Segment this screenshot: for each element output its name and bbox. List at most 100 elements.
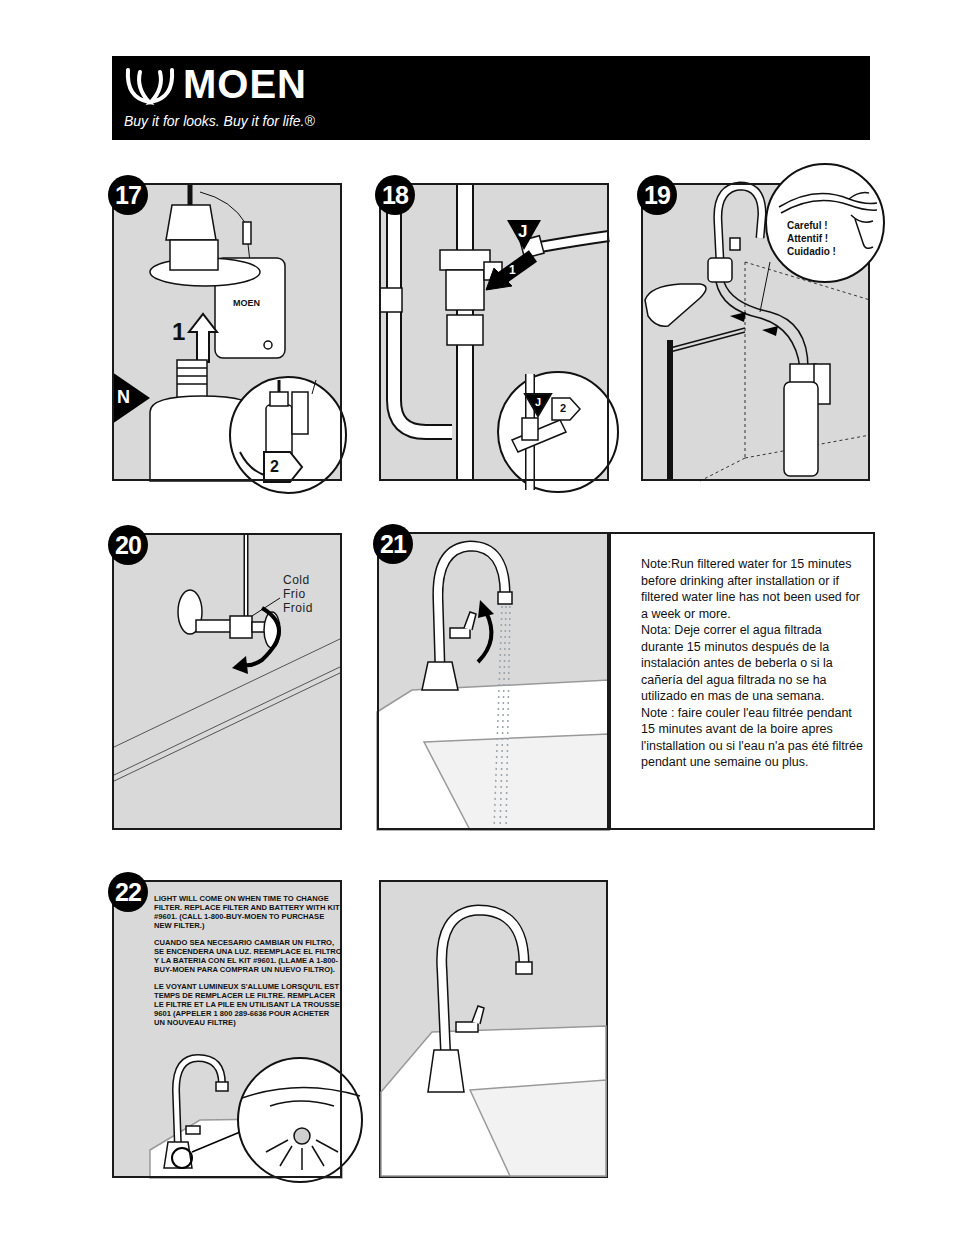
header-band-fill xyxy=(112,56,870,140)
shutoff-valve xyxy=(230,616,252,638)
step-panel: 19Careful !Attentif !Cuidadio ! xyxy=(641,183,870,481)
warning-text: Attentif ! xyxy=(787,232,857,245)
zoom-circle xyxy=(280,1146,292,1166)
part-flag xyxy=(507,220,541,250)
warning-text: Careful ! xyxy=(787,219,857,232)
faucet xyxy=(718,186,762,262)
faucet xyxy=(192,1132,240,1152)
zoom-circle xyxy=(552,398,580,420)
push-arrow xyxy=(189,314,217,362)
filter-head xyxy=(170,240,218,270)
faucet xyxy=(422,662,458,690)
final-panel-border xyxy=(380,881,607,1177)
turn-arrow xyxy=(478,600,494,618)
brand-mark: MOEN xyxy=(233,298,260,308)
shutoff-valve xyxy=(196,620,232,632)
zoom-circle xyxy=(264,452,302,482)
wall-lines xyxy=(112,666,342,776)
part-flag xyxy=(112,372,150,424)
cabinet-outline xyxy=(700,262,870,481)
water-stream xyxy=(506,606,510,830)
zoom-circle xyxy=(230,377,346,493)
flow-arrow xyxy=(762,326,778,336)
zoom-circle xyxy=(270,1101,334,1106)
zoom-circle xyxy=(512,420,566,452)
step-panel: 21 xyxy=(377,532,609,830)
filter-cartridge xyxy=(784,382,818,476)
zoom-circle xyxy=(312,1146,324,1166)
cabinet-outline xyxy=(700,458,745,481)
callout-number: 2 xyxy=(560,402,566,414)
faucet xyxy=(172,1148,192,1168)
filter-head xyxy=(264,341,272,349)
brand-wordmark: MOEN xyxy=(183,62,307,107)
shutoff-valve xyxy=(252,598,280,616)
faucet xyxy=(718,186,762,262)
step-number: 20 xyxy=(108,525,148,565)
zoom-circle xyxy=(312,380,316,394)
step-panel: 18 xyxy=(379,183,609,481)
filter-head xyxy=(243,222,251,244)
wall-lines xyxy=(112,638,342,748)
valve-label: Froid xyxy=(283,601,313,615)
valve-fitting xyxy=(447,315,483,345)
valve-fitting xyxy=(446,270,484,310)
zoom-circle xyxy=(238,1058,362,1182)
faucet xyxy=(498,592,512,604)
flow-arrow xyxy=(730,312,746,322)
zoom-circle xyxy=(266,1140,288,1152)
faucet xyxy=(442,910,524,1062)
part-letter: N xyxy=(117,387,130,408)
zoom-circle xyxy=(266,1140,338,1170)
faucet xyxy=(186,1126,200,1134)
panel-fill xyxy=(112,183,870,1178)
faucet xyxy=(708,258,732,282)
zoom-circle xyxy=(849,193,873,249)
callout-number: 1 xyxy=(509,263,516,277)
zoom-circle xyxy=(270,392,288,406)
valve-label: Cold xyxy=(283,573,310,587)
note-box: Note:Run filtered water for 15 minutes b… xyxy=(609,532,875,830)
wall-lines xyxy=(112,672,342,782)
faucet xyxy=(438,546,505,668)
tubing xyxy=(670,328,745,348)
sink xyxy=(381,1026,606,1176)
warning-callout: Careful !Attentif !Cuidadio ! xyxy=(765,163,885,283)
tubing xyxy=(724,282,808,368)
valve-fitting xyxy=(380,250,502,345)
warning-text: Cuidadio ! xyxy=(787,245,857,258)
part-letter: J xyxy=(535,396,541,408)
part-flag xyxy=(112,372,150,424)
panel-fill xyxy=(377,532,609,830)
sink xyxy=(470,1080,606,1176)
water-stream xyxy=(500,606,506,830)
zoom-circle xyxy=(238,1058,362,1182)
instruction-text: CUANDO SEA NECESARIO CAMBIAR UN FILTRO, … xyxy=(154,938,342,974)
filter-cartridge xyxy=(790,364,816,384)
connect-arrow xyxy=(486,268,512,290)
final-panel-border xyxy=(380,881,607,1177)
faucet xyxy=(428,1050,464,1092)
cabinet-outline xyxy=(745,262,746,458)
turn-arrow xyxy=(232,656,248,674)
shutoff-valve xyxy=(245,533,247,618)
countertop xyxy=(645,284,706,326)
instruction-text: LIGHT WILL COME ON WHEN TIME TO CHANGE F… xyxy=(154,894,342,930)
logo-symbol xyxy=(128,70,149,102)
faucet xyxy=(730,238,740,250)
countertop xyxy=(645,284,706,326)
faucet xyxy=(464,612,476,630)
supply-hose xyxy=(520,236,609,259)
faucet xyxy=(422,546,512,690)
faucet xyxy=(442,910,524,1062)
zoom-circle xyxy=(781,201,877,214)
filter-cartridge xyxy=(784,364,830,476)
instruction-text: LE VOYANT LUMINEUX S'ALLUME LORSQU'IL ES… xyxy=(154,982,342,1027)
turn-arrow xyxy=(478,600,494,662)
filter-cartridge xyxy=(177,367,207,369)
brand-tagline: Buy it for looks. Buy it for life.® xyxy=(124,113,315,129)
faucet xyxy=(516,962,532,974)
supply-hose xyxy=(540,236,609,247)
step-number: 18 xyxy=(375,175,415,215)
step-panel: 17 xyxy=(112,183,342,481)
